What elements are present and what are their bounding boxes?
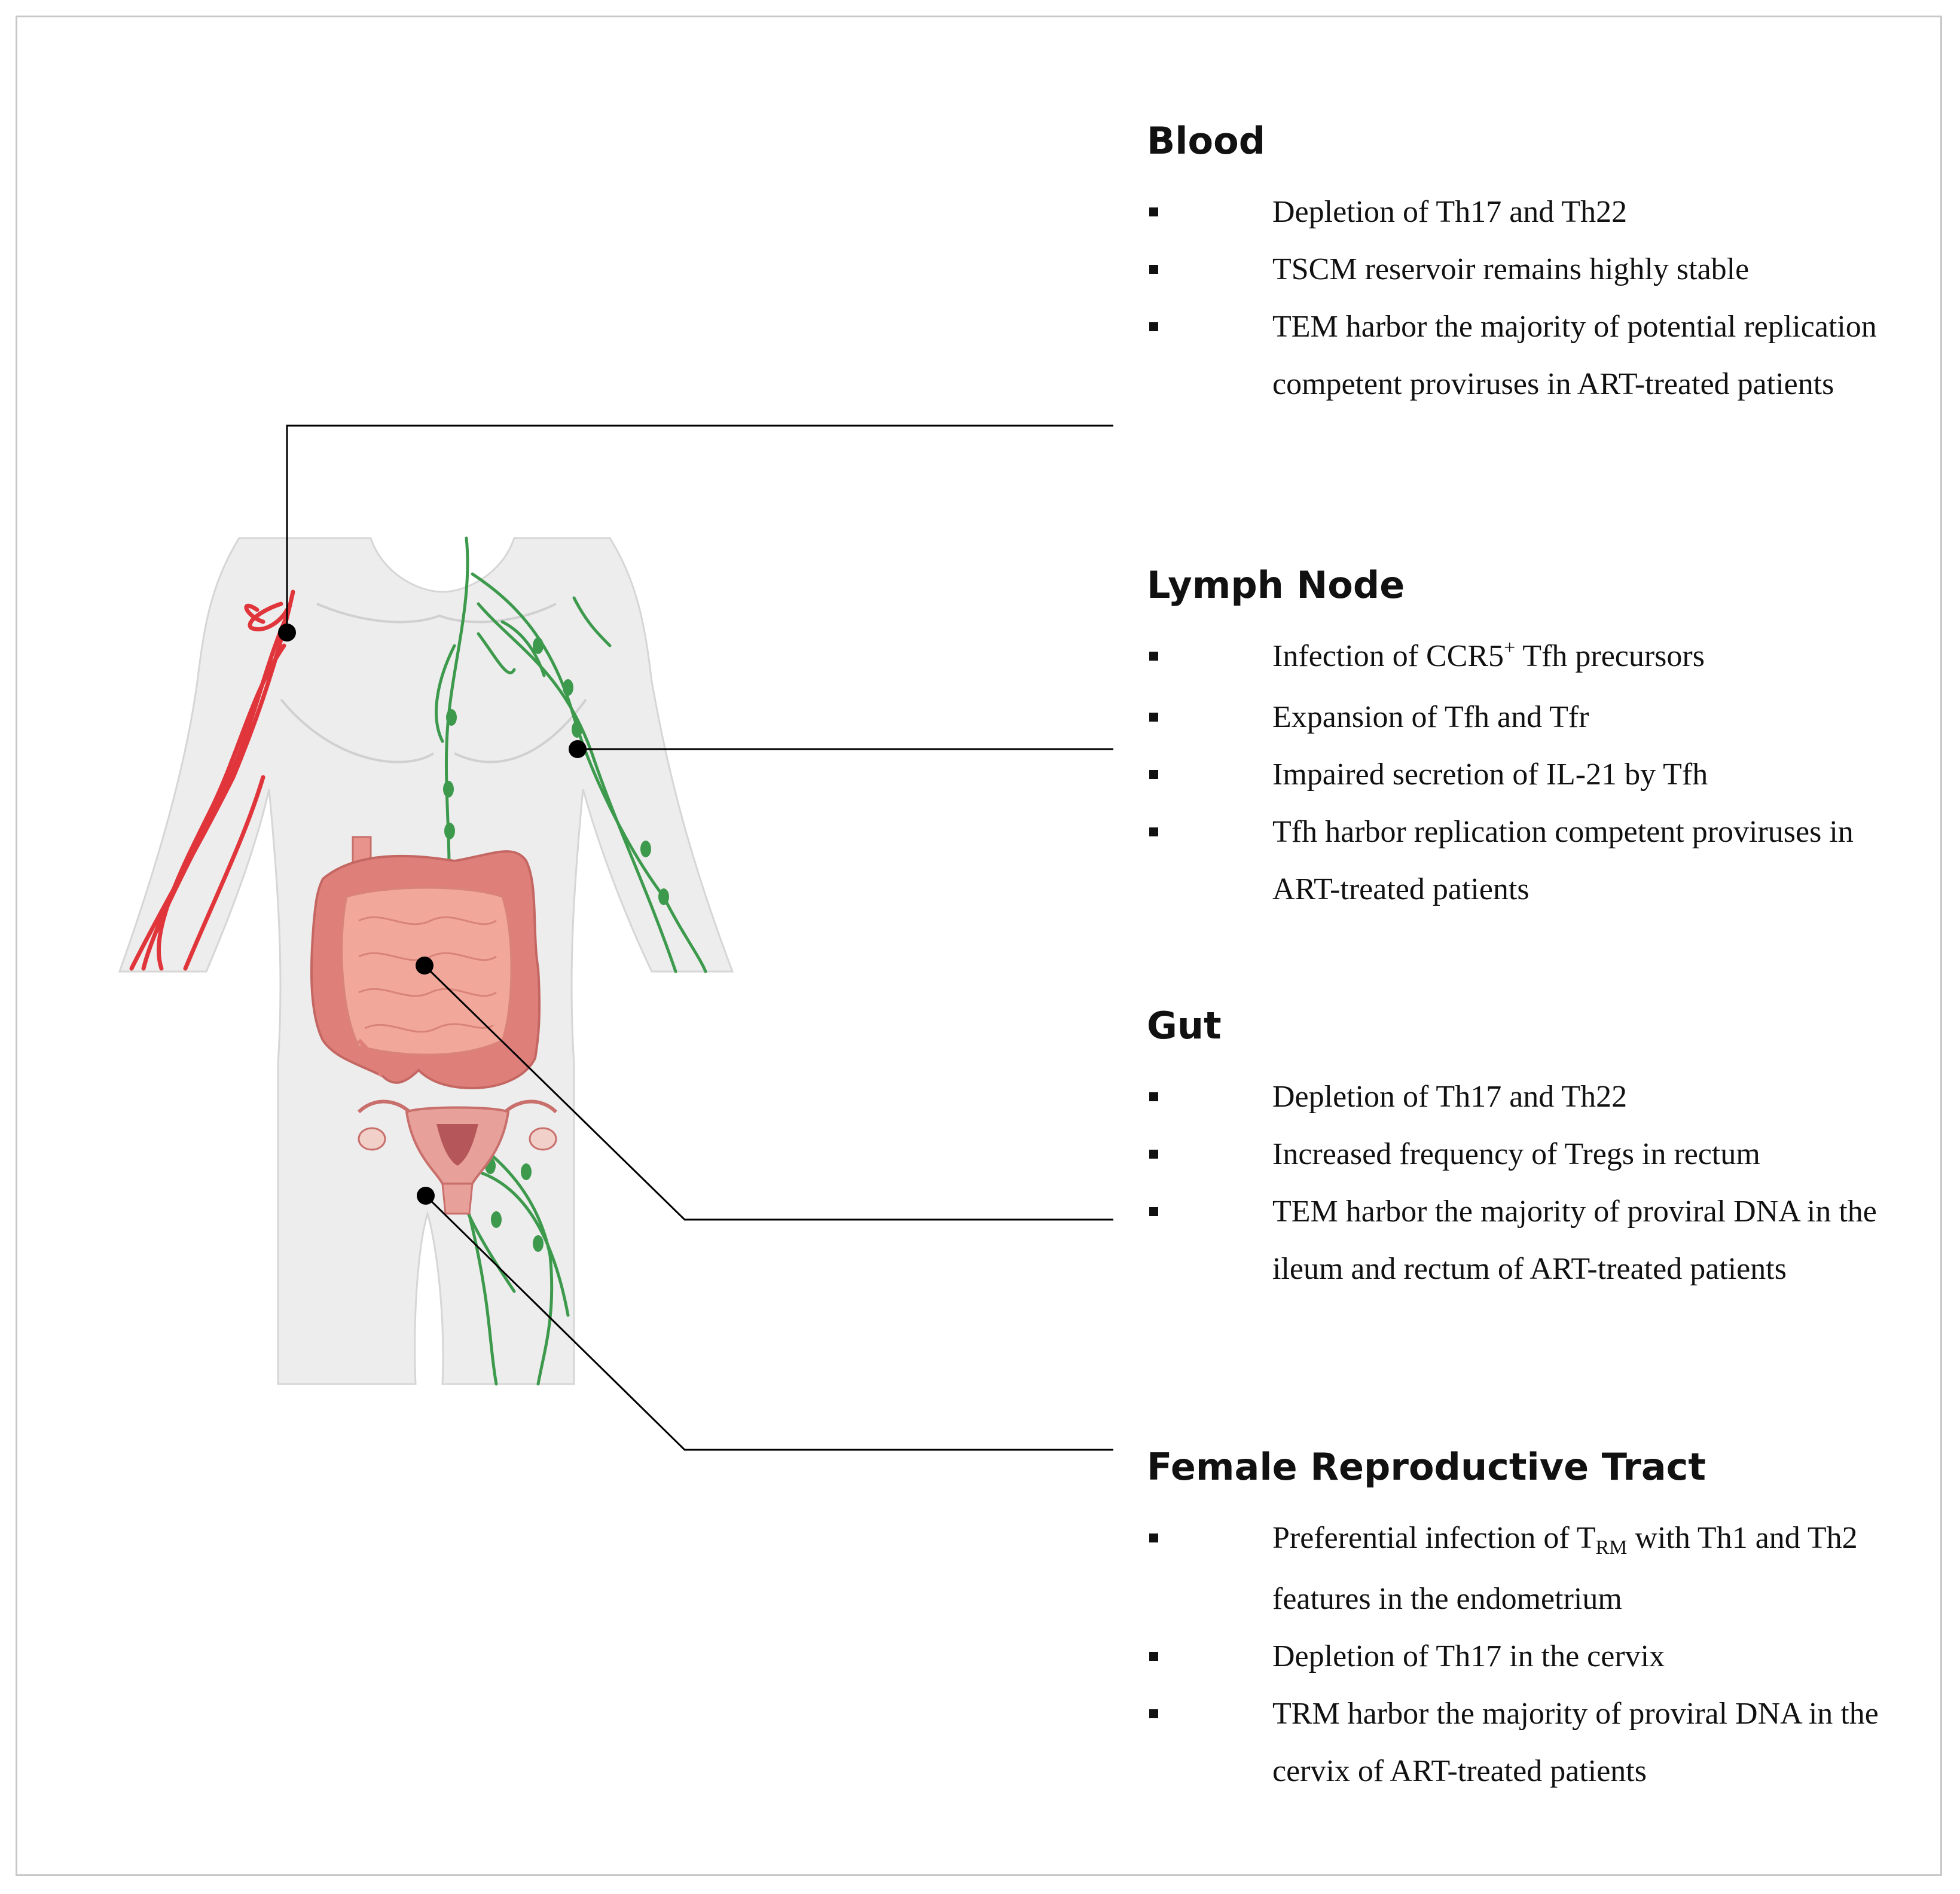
section-title: Gut (1147, 1004, 1222, 1047)
section-title: Blood (1147, 119, 1266, 163)
list-item: Tfh harbor replication competent proviru… (1147, 804, 1918, 918)
figure-frame (16, 16, 1942, 1876)
list-item: Depletion of Th17 and Th22 (1147, 184, 1918, 241)
list-item: Infection of CCR5+ Tfh precursors (1147, 628, 1918, 689)
anchor-dot-gut (416, 957, 433, 975)
item-text: Infection of CCR5 (1272, 639, 1504, 673)
anchor-dot-reproductive (417, 1187, 435, 1205)
item-text: TRM harbor the majority of proviral DNA … (1272, 1697, 1879, 1788)
item-text: Expansion of Tfh and Tfr (1272, 700, 1589, 734)
bullet-list: Depletion of Th17 and Th22 Increased fre… (1147, 1068, 1918, 1298)
item-text: Increased frequency of Tregs in rectum (1272, 1137, 1760, 1171)
list-item: TEM harbor the majority of proviral DNA … (1147, 1183, 1918, 1298)
artery-network (129, 589, 295, 971)
item-text: Preferential infection of T (1272, 1521, 1596, 1555)
item-text: TEM harbor the majority of potential rep… (1272, 310, 1877, 401)
chest-contour (316, 603, 557, 624)
section-title: Lymph Node (1147, 563, 1405, 607)
chest-contour (280, 698, 587, 763)
section-blood: Blood Depletion of Th17 and Th22 TSCM re… (1147, 123, 1918, 413)
item-text: Tfh precursors (1515, 639, 1705, 673)
section-gut: Gut Depletion of Th17 and Th22 Increased… (1147, 1007, 1918, 1298)
item-text: with Th1 and Th2 features in the endomet… (1272, 1521, 1858, 1616)
list-item: Preferential infection of TRM with Th1 a… (1147, 1510, 1918, 1628)
list-item: Depletion of Th17 in the cervix (1147, 1628, 1918, 1685)
appendix (357, 1038, 383, 1077)
lymph-nodes (443, 637, 669, 1252)
bullet-list: Depletion of Th17 and Th22 TSCM reservoi… (1147, 184, 1918, 413)
bullet-list: Infection of CCR5+ Tfh precursors Expans… (1147, 628, 1918, 918)
list-item: TSCM reservoir remains highly stable (1147, 241, 1918, 298)
list-item: Impaired secretion of IL-21 by Tfh (1147, 746, 1918, 804)
anchor-dot-lymph-node (569, 740, 587, 758)
item-text: Depletion of Th17 and Th22 (1272, 1080, 1628, 1114)
item-text: Impaired secretion of IL-21 by Tfh (1272, 757, 1708, 792)
leader-line-gut (423, 964, 1113, 1221)
leader-line-blood (286, 424, 1113, 633)
subscript: RM (1595, 1536, 1628, 1559)
item-text: Tfh harbor replication competent proviru… (1272, 815, 1854, 906)
anchor-dots (278, 624, 587, 1205)
list-item: TEM harbor the majority of potential rep… (1147, 298, 1918, 413)
item-text: TSCM reservoir remains highly stable (1272, 252, 1750, 286)
section-title: Female Reproductive Tract (1147, 1445, 1706, 1489)
list-item: Depletion of Th17 and Th22 (1147, 1068, 1918, 1126)
item-text: TEM harbor the majority of proviral DNA … (1272, 1195, 1877, 1286)
section-lymph-node: Lymph Node Infection of CCR5+ Tfh precur… (1147, 567, 1918, 918)
bullet-list: Preferential infection of TRM with Th1 a… (1147, 1510, 1918, 1800)
intestine-folds (358, 916, 497, 1033)
superscript: + (1504, 637, 1516, 659)
reproductive-organs (357, 1099, 558, 1215)
section-female-reproductive-tract: Female Reproductive Tract Preferential i… (1147, 1449, 1918, 1800)
item-text: Depletion of Th17 and Th22 (1272, 195, 1628, 229)
list-item: Expansion of Tfh and Tfr (1147, 689, 1918, 746)
anchor-dot-blood (278, 624, 296, 641)
leader-line-reproductive (425, 1195, 1113, 1451)
leader-lines (286, 424, 1113, 1451)
list-item: Increased frequency of Tregs in rectum (1147, 1126, 1918, 1183)
item-text: Depletion of Th17 in the cervix (1272, 1639, 1665, 1673)
list-item: TRM harbor the majority of proviral DNA … (1147, 1685, 1918, 1800)
